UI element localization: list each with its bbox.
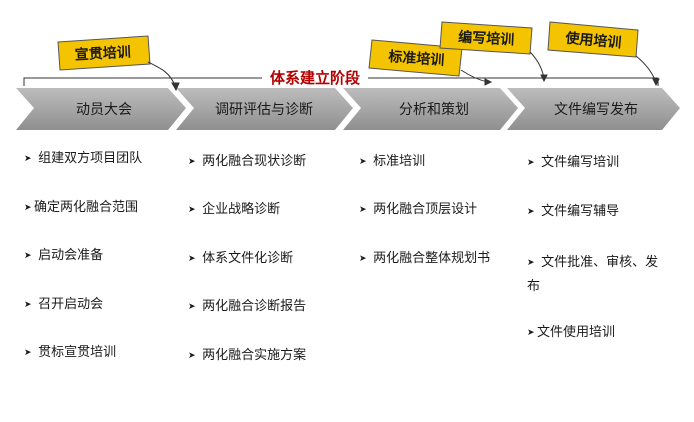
tag-label: 标准培训 — [387, 48, 445, 69]
bullet-arrow-icon: ➤ — [359, 157, 367, 167]
list-item: ➤ 两化融合实施方案 — [188, 348, 307, 363]
bullet-arrow-icon: ➤ — [24, 154, 32, 164]
phase-chevron-3: 分析和策划 — [343, 88, 518, 130]
phase-label: 调研评估与诊断 — [215, 102, 313, 118]
phase-label: 分析和策划 — [399, 101, 469, 118]
bullet-arrow-icon: ➤ — [359, 205, 367, 215]
bullet-arrow-icon: ➤ — [188, 157, 196, 167]
list-item: ➤文件使用培训 — [527, 325, 616, 340]
bullet-arrow-icon: ➤ — [359, 254, 367, 264]
list-item: ➤ 两化融合整体规划书 — [359, 251, 491, 266]
phase-label: 文件编写发布 — [554, 102, 638, 118]
bullet-arrow-icon: ➤ — [188, 302, 196, 312]
list-item: ➤ 企业战略诊断 — [188, 202, 281, 217]
tag-label: 使用培训 — [564, 30, 622, 52]
bullet-arrow-icon: ➤ — [527, 258, 535, 268]
list-item: ➤ 两化融合诊断报告 — [188, 299, 307, 314]
bullet-arrow-icon: ➤ — [24, 300, 32, 310]
tag-biaozhun: 标准培训 — [368, 39, 463, 77]
phase-chevron-1: 动员大会 — [16, 88, 186, 130]
list-item: ➤ 两化融合现状诊断 — [188, 154, 307, 169]
list-item: ➤ 体系文件化诊断 — [188, 251, 294, 266]
list-item: ➤ 启动会准备 — [24, 248, 104, 263]
bullet-arrow-icon: ➤ — [527, 207, 535, 217]
tag-label: 宣贯培训 — [74, 44, 131, 64]
list-item: ➤ 两化融合顶层设计 — [359, 202, 478, 217]
list-item: ➤ 组建双方项目团队 — [24, 151, 143, 166]
bullet-arrow-icon: ➤ — [527, 158, 535, 168]
tag-bianxie: 编写培训 — [439, 21, 533, 55]
tag-shiyong: 使用培训 — [547, 21, 639, 58]
list-item: ➤ 文件批准、审核、发布 — [527, 251, 667, 299]
list-item: ➤ 贯标宣贯培训 — [24, 345, 117, 360]
list-item: ➤ 召开启动会 — [24, 297, 104, 312]
bullet-arrow-icon: ➤ — [188, 205, 196, 215]
bullet-arrow-icon: ➤ — [24, 203, 32, 213]
phase-chevron-4: 文件编写发布 — [507, 88, 680, 130]
process-diagram: 体系建立阶段 动员大会 调研评估与诊断 分析和策划 文件编写发布 宣贯培训 标准… — [16, 21, 680, 130]
phase-label: 动员大会 — [76, 102, 132, 118]
list-item: ➤ 文件编写培训 — [527, 155, 620, 170]
phase-chevron-2: 调研评估与诊断 — [176, 88, 353, 130]
bullet-arrow-icon: ➤ — [24, 348, 32, 358]
stage-label: 体系建立阶段 — [270, 69, 360, 87]
tag-xuanguan: 宣贯培训 — [57, 35, 151, 71]
bullet-arrow-icon: ➤ — [24, 251, 32, 261]
list-item: ➤ 文件编写辅导 — [527, 204, 620, 219]
list-item: ➤ 标准培训 — [359, 154, 426, 169]
tag-label: 编写培训 — [458, 29, 515, 49]
tag-pointers — [147, 51, 660, 92]
bullet-arrow-icon: ➤ — [527, 328, 535, 338]
bullet-arrow-icon: ➤ — [188, 351, 196, 361]
bullet-arrow-icon: ➤ — [188, 254, 196, 264]
list-item: ➤确定两化融合范围 — [24, 200, 139, 215]
